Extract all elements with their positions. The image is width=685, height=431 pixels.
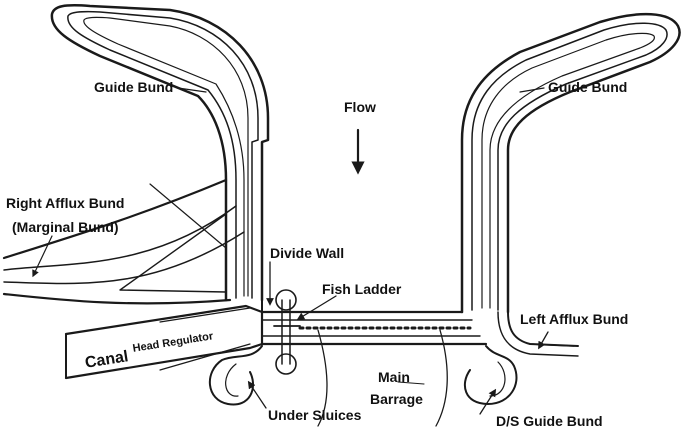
main-barrage-label-line1: Main — [378, 369, 410, 385]
right-guide-bund — [460, 12, 681, 357]
divide-wall-label: Divide Wall — [270, 245, 345, 261]
under-sluices-label: Under Sluices — [268, 407, 362, 423]
right-afflux-bund — [2, 178, 245, 305]
right-afflux-bund-label: Right Afflux Bund — [6, 195, 125, 211]
ds-guide-bund-label: D/S Guide Bund — [496, 413, 603, 429]
right-guide-bund-label: Guide Bund — [548, 79, 628, 95]
left-afflux-bund — [529, 331, 575, 350]
fish-ladder — [273, 289, 337, 375]
marginal-bund-label: (Marginal Bund) — [12, 219, 119, 235]
main-barrage-label-line2: Barrage — [370, 391, 423, 407]
right-ds-guide-bund — [463, 345, 518, 415]
label-leaders — [32, 87, 545, 385]
fish-ladder-label: Fish Ladder — [322, 281, 402, 297]
left-guide-bund-label: Guide Bund — [94, 79, 174, 95]
canal — [64, 304, 264, 380]
main-barrage — [260, 310, 488, 427]
flow-label: Flow — [344, 99, 376, 115]
left-guide-bund — [50, 4, 270, 302]
left-ds-guide-bund — [208, 345, 267, 409]
left-afflux-bund-label: Left Afflux Bund — [520, 311, 629, 327]
